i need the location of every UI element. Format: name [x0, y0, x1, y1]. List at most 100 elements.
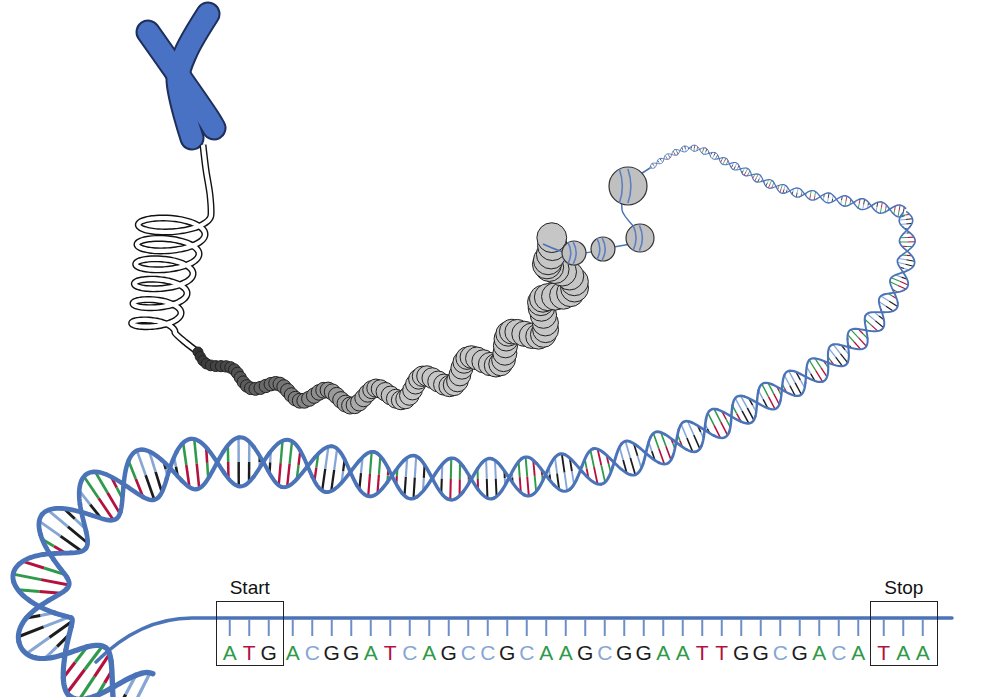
- dna-strand: [691, 422, 714, 435]
- dna-strand: [890, 272, 905, 282]
- base-pair: [370, 452, 372, 474]
- nucleosome: [562, 241, 586, 265]
- dna-strand: [197, 476, 210, 489]
- base-pair: [784, 375, 789, 385]
- dna-strand: [900, 242, 915, 256]
- dna-strand: [82, 472, 97, 480]
- wrapped-dna: [597, 238, 600, 260]
- dna-strand: [833, 344, 856, 349]
- dna-strand: [19, 642, 35, 658]
- nucleotide-letter: A: [361, 642, 381, 664]
- base-pair: [287, 464, 289, 487]
- base-pair: [486, 479, 489, 498]
- base-tick: [428, 619, 430, 636]
- dna-strand: [111, 661, 112, 687]
- dna-strand: [746, 168, 756, 182]
- nucleotide-letter: C: [771, 642, 791, 664]
- base-pair: [840, 354, 847, 363]
- coil-outline: [132, 145, 211, 352]
- dna-strand: [402, 493, 417, 499]
- base-tick: [584, 619, 586, 636]
- dna-strand: [679, 421, 692, 430]
- nucleotide-letter: C: [459, 642, 479, 664]
- codon-box: StopTAA: [870, 601, 938, 666]
- base-tick: [857, 619, 859, 636]
- base-pair: [795, 383, 801, 395]
- base-pair: [415, 456, 416, 477]
- dna-strand: [781, 375, 785, 400]
- dna-strand: [123, 461, 128, 488]
- dna-strand: [19, 555, 43, 565]
- base-pair: [903, 207, 905, 212]
- dna-strand: [899, 227, 910, 242]
- nucleotide-letter: C: [303, 642, 323, 664]
- dna-strand: [35, 655, 62, 658]
- base-pair: [746, 169, 748, 172]
- nucleosome: [609, 167, 647, 205]
- dna-strand: [521, 457, 536, 463]
- base-tick: [487, 619, 489, 636]
- dna-strand: [772, 384, 795, 395]
- dna-strand: [87, 645, 105, 647]
- chromatid: [178, 14, 208, 138]
- dna-strand: [829, 363, 848, 367]
- dna-strand: [375, 452, 389, 469]
- dna-strand: [814, 193, 830, 200]
- base-pair: [906, 218, 913, 220]
- dna-strand: [63, 678, 69, 696]
- dna-strand: [433, 479, 447, 498]
- base-pair: [290, 441, 292, 464]
- base-pair: [774, 394, 780, 405]
- base-pair: [821, 368, 827, 377]
- dna-strand: [254, 447, 268, 471]
- base-tick: [389, 619, 391, 636]
- dna-strand: [856, 339, 867, 350]
- nucleotide-letter: G: [498, 642, 518, 664]
- dna-strand: [884, 303, 898, 312]
- base-pair: [881, 202, 882, 208]
- dna-strand: [630, 464, 643, 476]
- dna-strand: [583, 472, 601, 484]
- dna-strand: [801, 190, 814, 201]
- nucleotide-letter: G: [342, 642, 362, 664]
- dna-strand: [268, 471, 281, 487]
- dna-strand: [745, 397, 768, 409]
- base-pair: [681, 424, 687, 438]
- base-pair: [875, 321, 883, 328]
- dna-strand: [638, 446, 659, 462]
- base-tick: [604, 619, 606, 636]
- dna-strand: [756, 180, 773, 182]
- base-pair: [413, 477, 414, 498]
- base-tick: [467, 619, 469, 636]
- base-pair: [183, 443, 186, 465]
- base-pair: [84, 477, 99, 499]
- nucleotide-letter: C: [478, 642, 498, 664]
- dna-strand: [419, 458, 433, 479]
- nucleotide-letter: A: [894, 642, 914, 664]
- base-pair: [26, 637, 49, 653]
- dna-strand: [448, 458, 462, 466]
- dna-strand: [593, 449, 610, 459]
- dna-strand: [865, 312, 884, 316]
- nucleosome: [591, 237, 615, 261]
- dna-strand: [663, 154, 677, 161]
- nucleotide-letter: C: [829, 642, 849, 664]
- base-tick: [682, 619, 684, 636]
- nucleotide-letter: A: [810, 642, 830, 664]
- base-pair: [564, 472, 567, 491]
- dna-strand: [14, 582, 30, 601]
- nucleotide-letter: C: [595, 642, 615, 664]
- dna-strand: [239, 477, 254, 486]
- dna-strand: [718, 410, 741, 422]
- dna-strand: [784, 371, 800, 376]
- dna-strand: [61, 508, 88, 514]
- base-tick: [883, 619, 885, 636]
- dna-strand: [879, 294, 884, 310]
- nucleotide-letter: C: [400, 642, 420, 664]
- codon-sequence: ATG: [220, 642, 279, 664]
- dna-strand: [113, 687, 116, 697]
- base-tick: [760, 619, 762, 636]
- dna-strand: [357, 485, 372, 496]
- dna-strand: [539, 463, 551, 488]
